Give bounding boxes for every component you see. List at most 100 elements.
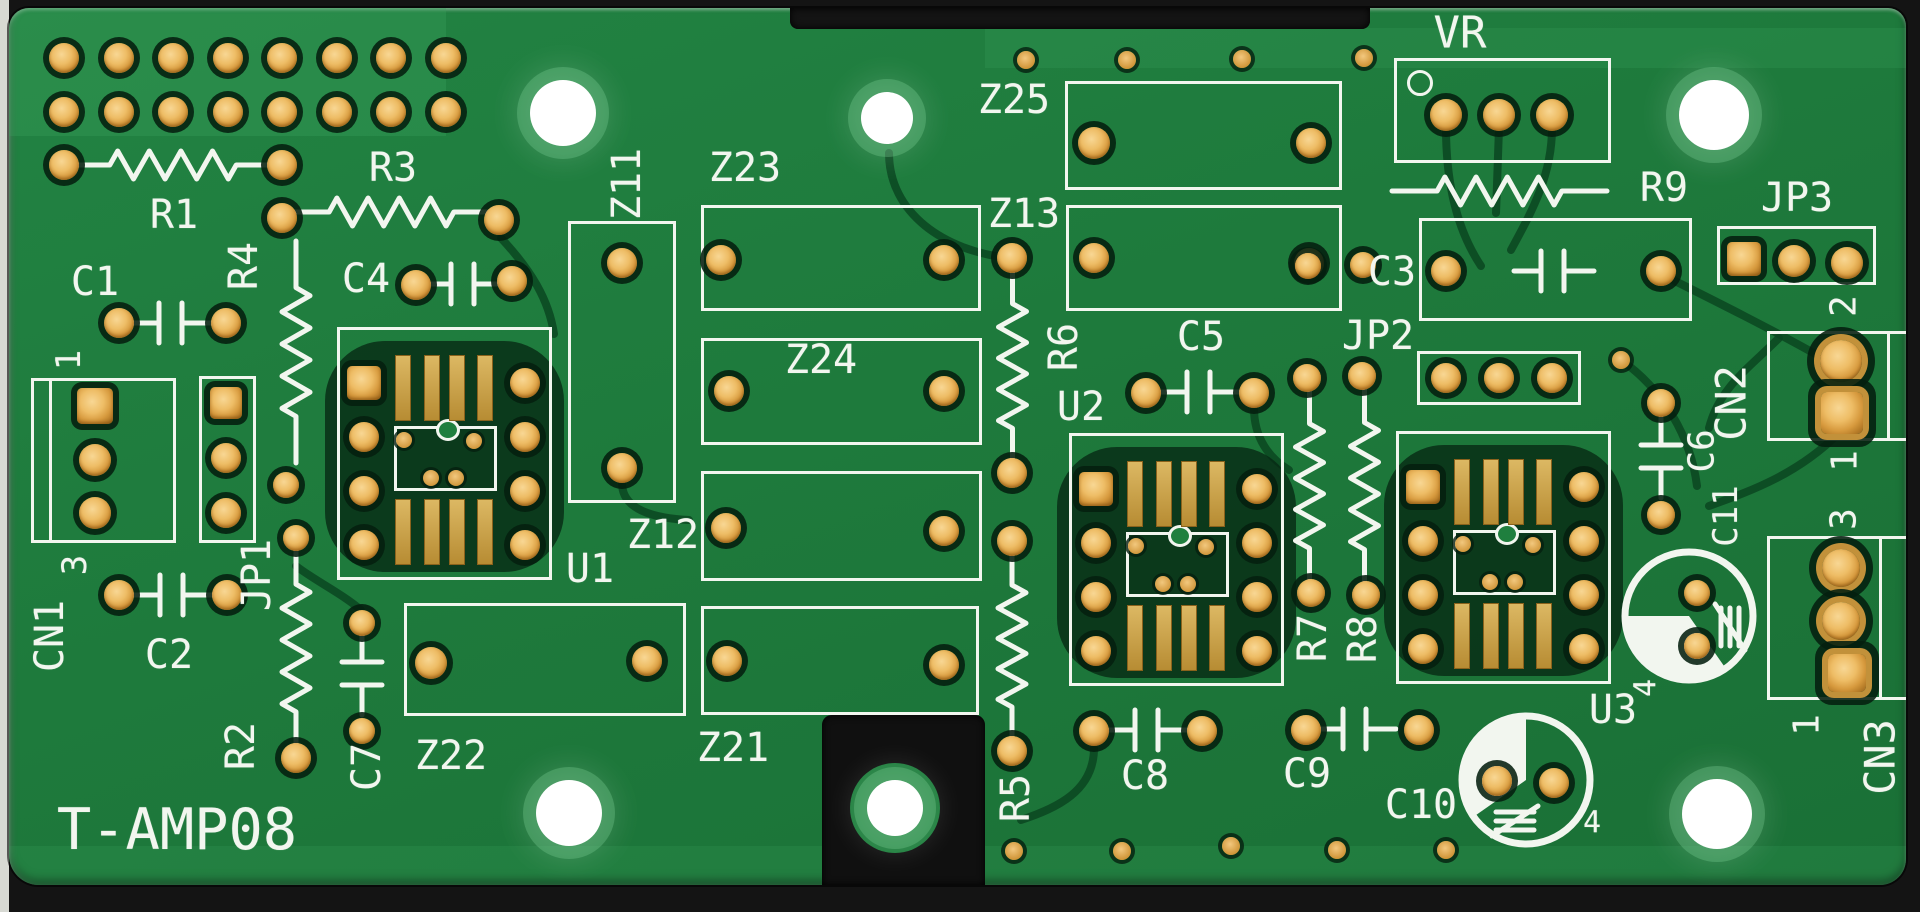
solder-pad bbox=[415, 647, 447, 679]
u2-soic-strip bbox=[1156, 461, 1172, 527]
silk-outline-z12 bbox=[701, 471, 982, 581]
solder-pad bbox=[104, 580, 134, 610]
u3-soic-strip bbox=[1454, 459, 1470, 525]
solder-pad bbox=[712, 646, 742, 676]
solder-pad bbox=[267, 203, 297, 233]
u3-soic-strip bbox=[1536, 603, 1552, 669]
header-grid-pad bbox=[103, 97, 134, 127]
silk-label-r6: R6 bbox=[1041, 322, 1087, 372]
solder-pad bbox=[929, 245, 959, 275]
solder-pad bbox=[79, 497, 111, 529]
solder-pad bbox=[1131, 378, 1161, 408]
u1-soic-strip bbox=[477, 499, 493, 565]
silk-label-r8: R8 bbox=[1340, 614, 1386, 664]
board-edge-notch bbox=[790, 8, 1370, 29]
silk-label-c7: C7 bbox=[344, 742, 390, 792]
solder-pad bbox=[1539, 768, 1569, 798]
resistor-symbol-r4 bbox=[279, 238, 313, 466]
u2-soic-strip bbox=[1181, 461, 1197, 527]
ecap-symbol-c10 bbox=[1458, 712, 1594, 848]
solder-pad bbox=[1431, 256, 1461, 286]
solder-pad bbox=[1821, 392, 1863, 434]
header-grid-pad bbox=[376, 97, 406, 127]
u2-soic-minipad bbox=[1180, 576, 1196, 592]
solder-pad bbox=[1296, 128, 1326, 158]
solder-pad bbox=[1293, 364, 1321, 392]
solder-pad bbox=[1078, 127, 1110, 159]
silk-label-z12: Z12 bbox=[626, 512, 700, 558]
header-grid-pad bbox=[321, 43, 352, 73]
silk-label-c10: C10 bbox=[1384, 782, 1458, 828]
solder-pad bbox=[1079, 716, 1109, 746]
u3-soic-minipad bbox=[1525, 537, 1541, 553]
solder-pad bbox=[1291, 715, 1321, 745]
u2-dip-pad bbox=[1081, 636, 1111, 666]
solder-pad bbox=[1822, 602, 1860, 640]
silk-label-cn2-pin1: 1 bbox=[1824, 450, 1866, 472]
solder-pad bbox=[267, 150, 297, 180]
u1-dip-pad bbox=[349, 530, 379, 560]
solder-pad bbox=[1404, 715, 1434, 745]
mounting-hole bbox=[1682, 779, 1752, 849]
solder-pad bbox=[1239, 378, 1269, 408]
capacitor-symbol-c5 bbox=[1157, 369, 1243, 415]
solder-pad bbox=[211, 308, 241, 338]
solder-pad bbox=[77, 388, 113, 424]
u1-soic-minipad bbox=[448, 470, 464, 486]
u3-dip-pad bbox=[1569, 580, 1599, 610]
solder-pad bbox=[1536, 99, 1568, 131]
capacitor-symbol-c9 bbox=[1313, 706, 1399, 752]
silk-label-board-title: T-AMP08 bbox=[56, 797, 298, 863]
solder-pad bbox=[714, 376, 744, 406]
silk-label-c11: C11 bbox=[1706, 485, 1746, 547]
silk-outline-z25 bbox=[1065, 81, 1342, 190]
solder-pad bbox=[211, 498, 241, 528]
mounting-hole bbox=[867, 780, 923, 836]
silk-label-r2: R2 bbox=[218, 721, 264, 771]
u3-soic-strip bbox=[1483, 603, 1499, 669]
silk-label-c2: C2 bbox=[144, 632, 194, 678]
header-grid-pad bbox=[430, 43, 461, 73]
solder-pad bbox=[1828, 654, 1866, 692]
silk-label-cn1-pin1: 1 bbox=[49, 349, 89, 371]
silk-outline-cn2 bbox=[1767, 331, 1906, 441]
resistor-symbol-r6 bbox=[995, 256, 1029, 476]
silk-label-u2: U2 bbox=[1056, 384, 1106, 430]
silk-label-cn2-pin2: 2 bbox=[1823, 295, 1865, 317]
solder-pad bbox=[706, 245, 736, 275]
solder-pad bbox=[1482, 766, 1512, 796]
silk-label-c8: C8 bbox=[1120, 753, 1170, 799]
silk-label-r7: R7 bbox=[1290, 613, 1336, 663]
silk-label-r4: R4 bbox=[221, 241, 267, 291]
solder-pad bbox=[997, 736, 1027, 766]
solder-pad bbox=[211, 443, 241, 473]
silk-label-jp3: JP3 bbox=[1760, 175, 1834, 221]
resistor-symbol-r1 bbox=[61, 148, 285, 182]
silk-outline-z21 bbox=[701, 606, 979, 715]
via-pad bbox=[1355, 49, 1373, 67]
solder-pad bbox=[1684, 633, 1710, 659]
silk-label-z24: Z24 bbox=[784, 337, 858, 383]
solder-pad bbox=[1778, 245, 1810, 277]
header-grid-pad bbox=[430, 97, 461, 127]
solder-pad bbox=[607, 453, 637, 483]
via-pad bbox=[1118, 51, 1136, 69]
u2-dip-pad bbox=[1242, 636, 1272, 666]
u3-soic-notch bbox=[1495, 523, 1519, 545]
resistor-symbol-r9 bbox=[1389, 174, 1609, 208]
u2-soic-strip bbox=[1209, 461, 1225, 527]
silk-label-c9: C9 bbox=[1282, 751, 1332, 797]
silk-label-z11: Z11 bbox=[604, 147, 650, 221]
solder-pad bbox=[1352, 581, 1380, 609]
u1-soic-strip bbox=[424, 499, 440, 565]
solder-pad bbox=[1537, 363, 1567, 393]
scanner-edge-strip bbox=[0, 0, 9, 912]
capacitor-symbol-c6 bbox=[1638, 415, 1684, 501]
solder-pad bbox=[1820, 340, 1862, 382]
silk-label-u1: U1 bbox=[565, 546, 615, 592]
solder-pad bbox=[1647, 389, 1675, 417]
header-grid-pad bbox=[267, 43, 297, 73]
via-pad bbox=[1328, 841, 1346, 859]
u2-soic-minipad bbox=[1155, 576, 1171, 592]
